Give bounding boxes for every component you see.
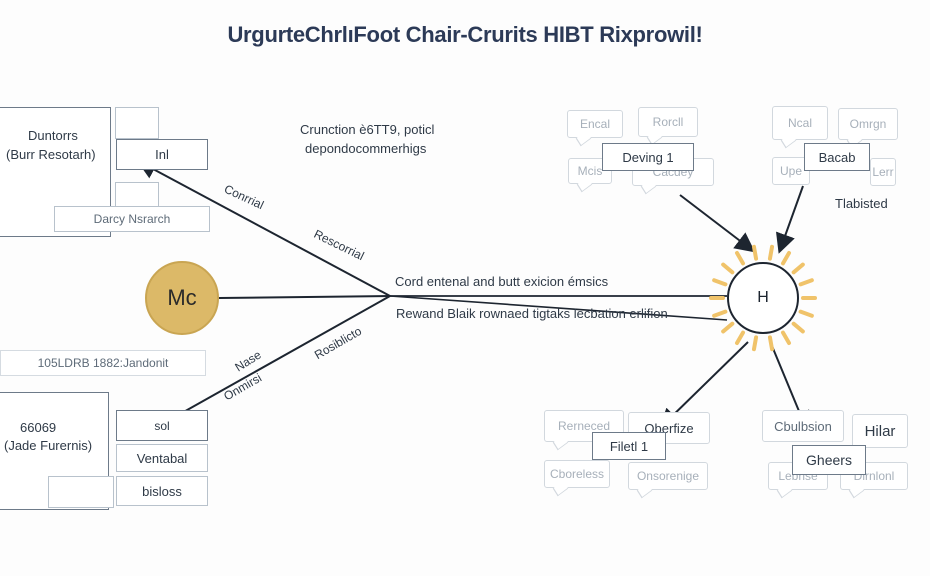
top-group-item[interactable]: Darcy Nsrarch <box>54 206 210 232</box>
edge-hub-topleft <box>679 194 756 253</box>
top-group-subtitle: (Burr Resotarh) <box>6 147 96 162</box>
bottom-group-item[interactable]: bisloss <box>116 476 208 506</box>
hub-ray <box>751 244 759 261</box>
main-line-label: Cord entenal and butt exicion émsics <box>395 274 609 289</box>
hub-ray <box>781 250 791 266</box>
bottom-group-title: 66069 <box>20 420 57 435</box>
diagram-title: UrgurteChrlıFoot Chair-Crurits HIBT Rixp… <box>227 22 703 47</box>
hub-ray <box>798 309 814 318</box>
center-note: Crunction è6TT9, poticl <box>300 122 435 137</box>
bottom-group-cell <box>48 476 114 508</box>
center-note: depondocommerhigs <box>305 141 427 156</box>
top-group-title: Duntorrs <box>28 128 78 143</box>
cluster-main-node[interactable]: Bacab <box>804 143 870 171</box>
hub-ray <box>712 309 728 318</box>
edge-hub-topright <box>776 185 804 254</box>
hub-node[interactable]: H <box>727 262 799 334</box>
edge-upper <box>136 160 391 297</box>
hub-ray <box>781 330 791 346</box>
hub-ray <box>721 321 735 334</box>
faint-bubble: Upe <box>772 157 810 185</box>
cluster-main-node[interactable]: Gheers <box>792 445 866 475</box>
mc-node[interactable]: Mc <box>145 261 219 335</box>
bottom-group-subtitle: (Jade Furernis) <box>4 438 93 453</box>
main-line-label: Rewand Blaik rownaed tigtaks lecbation e… <box>396 306 668 321</box>
hub-ray <box>791 262 805 275</box>
top-group-item[interactable]: Inl <box>116 139 208 170</box>
edge-lower <box>144 295 391 434</box>
hub-side-note: Tlabisted <box>835 196 888 211</box>
faint-bubble: Rorcll <box>638 107 698 137</box>
edge-mc <box>218 295 391 299</box>
hub-ray <box>751 335 759 352</box>
hub-ray <box>798 278 814 287</box>
hub-ray <box>735 330 745 346</box>
faint-bubble: Onsorenige <box>628 462 708 490</box>
hub-ray <box>721 262 735 275</box>
bottom-group-item[interactable]: Ventabal <box>116 444 208 472</box>
hub-ray <box>767 244 775 261</box>
cluster-main-node[interactable]: Filetl 1 <box>592 432 666 460</box>
edge-main-lower <box>389 295 728 321</box>
cluster-main-node[interactable]: Deving 1 <box>602 143 694 171</box>
hub-rays <box>709 244 817 352</box>
hub-ray <box>791 321 805 334</box>
faint-bubble: Encal <box>567 110 623 138</box>
faint-bubble: Cboreless <box>544 460 610 488</box>
faint-bubble: Omrgn <box>838 108 898 140</box>
faint-bubble: Hilar <box>852 414 908 448</box>
hub-ray <box>767 335 775 352</box>
faint-bubble: Lerr <box>870 158 896 186</box>
top-group-cell <box>115 107 159 139</box>
hub-ray <box>712 278 728 287</box>
middle-bar: 105LDRB 1882:Jandonit <box>0 350 206 376</box>
faint-bubble: Ncal <box>772 106 828 140</box>
faint-bubble: Oberfize <box>628 412 710 444</box>
hub-ray <box>735 250 745 266</box>
bottom-group-item[interactable]: sol <box>116 410 208 441</box>
faint-bubble: Cbulbsion <box>762 410 844 442</box>
